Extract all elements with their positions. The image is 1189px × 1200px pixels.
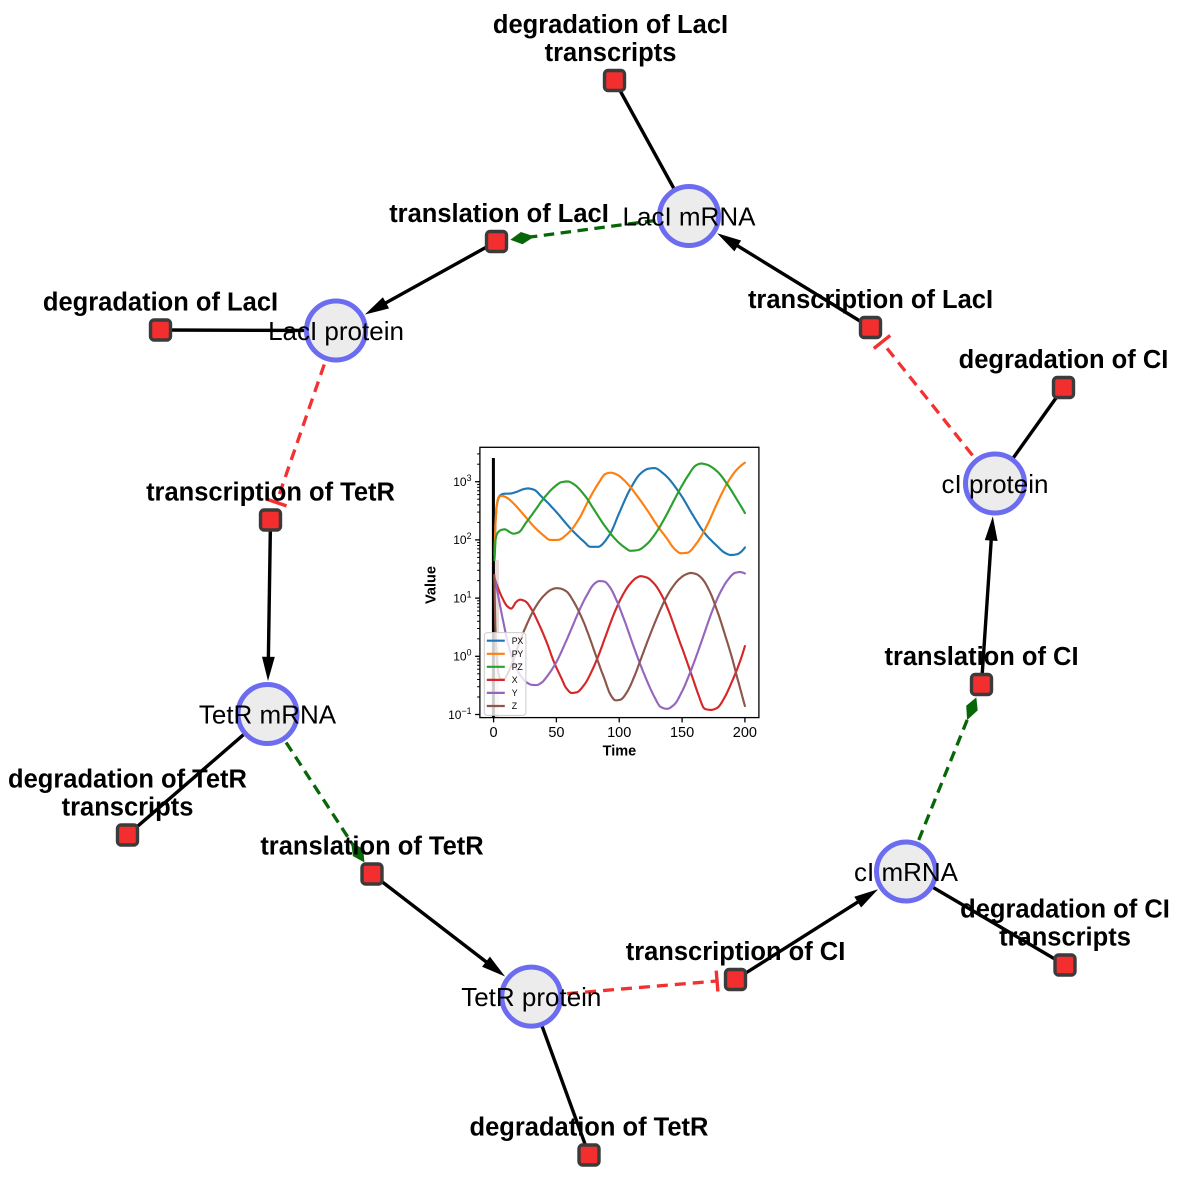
- svg-text:degradation of TetR: degradation of TetR: [8, 766, 247, 794]
- svg-text:degradation of CI: degradation of CI: [960, 896, 1170, 924]
- svg-text:Y: Y: [512, 688, 518, 698]
- svg-text:degradation of LacI: degradation of LacI: [493, 11, 728, 39]
- svg-text:transcripts: transcripts: [999, 924, 1131, 952]
- svg-text:transcription of TetR: transcription of TetR: [146, 479, 395, 507]
- svg-text:Z: Z: [512, 701, 518, 711]
- svg-text:cI protein: cI protein: [942, 469, 1049, 499]
- svg-text:Time: Time: [603, 744, 637, 760]
- svg-text:translation of CI: translation of CI: [884, 643, 1078, 671]
- svg-text:200: 200: [733, 725, 757, 741]
- svg-text:50: 50: [548, 725, 564, 741]
- svg-text:degradation of LacI: degradation of LacI: [43, 289, 278, 317]
- svg-text:translation of TetR: translation of TetR: [260, 833, 483, 861]
- svg-text:LacI mRNA: LacI mRNA: [623, 202, 757, 232]
- svg-text:Value: Value: [424, 566, 440, 604]
- svg-text:cI mRNA: cI mRNA: [854, 857, 959, 887]
- svg-text:PZ: PZ: [512, 662, 524, 672]
- svg-text:0: 0: [490, 725, 498, 741]
- svg-text:TetR mRNA: TetR mRNA: [199, 700, 337, 730]
- svg-text:103: 103: [453, 473, 471, 489]
- svg-text:translation of LacI: translation of LacI: [389, 200, 609, 228]
- svg-text:transcripts: transcripts: [62, 794, 194, 822]
- svg-text:100: 100: [607, 725, 631, 741]
- svg-text:PY: PY: [512, 649, 524, 659]
- svg-text:transcription of LacI: transcription of LacI: [748, 286, 993, 314]
- svg-text:102: 102: [453, 531, 471, 547]
- svg-text:10−1: 10−1: [448, 706, 471, 722]
- svg-text:X: X: [512, 675, 518, 685]
- svg-text:transcription of CI: transcription of CI: [626, 938, 846, 966]
- svg-text:LacI protein: LacI protein: [268, 316, 404, 346]
- svg-text:101: 101: [453, 589, 471, 605]
- svg-text:PX: PX: [512, 636, 524, 646]
- svg-text:TetR protein: TetR protein: [461, 982, 601, 1012]
- svg-text:transcripts: transcripts: [545, 39, 677, 67]
- svg-text:100: 100: [453, 648, 471, 664]
- svg-text:150: 150: [670, 725, 694, 741]
- svg-text:degradation of TetR: degradation of TetR: [470, 1114, 709, 1142]
- svg-text:degradation of CI: degradation of CI: [959, 346, 1169, 374]
